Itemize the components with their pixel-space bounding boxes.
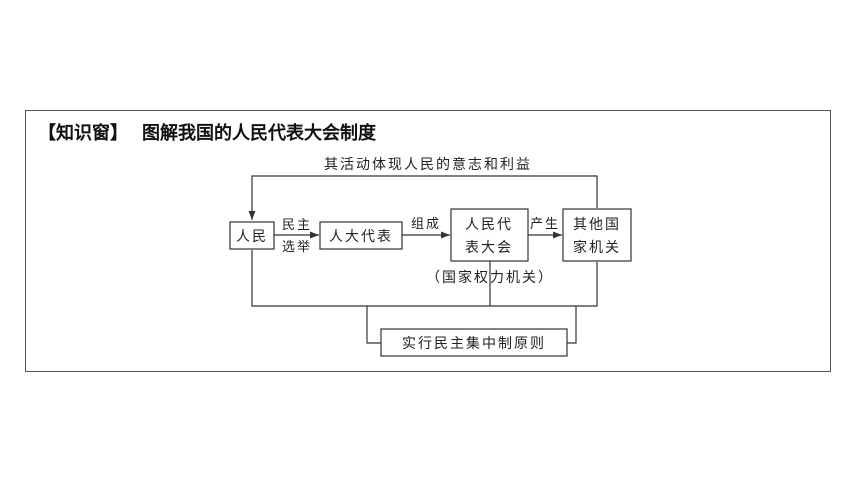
- npc-note: （国家权力机关）: [426, 269, 554, 286]
- panel-heading: 【知识窗】图解我国的人民代表大会制度: [38, 121, 376, 147]
- node-npc-label-line1: 人民代: [465, 217, 513, 233]
- node-people: 人民: [229, 221, 275, 250]
- node-npc-deputies: 人大代表: [319, 221, 403, 250]
- node-npc-deputies-label: 人大代表: [329, 229, 393, 245]
- node-principle: 实行民主集中制原则: [380, 328, 568, 357]
- edge-elect-line2: 选举: [282, 240, 312, 255]
- heading-tag: 【知识窗】: [38, 123, 128, 144]
- feedback-label: 其活动体现人民的意志和利益: [324, 156, 532, 173]
- feedback-arrow-line: [248, 175, 598, 220]
- node-npc: 人民代 表大会: [450, 208, 529, 262]
- node-npc-label-line2: 表大会: [465, 240, 513, 256]
- edge-produce-label: 产生: [530, 217, 560, 232]
- principle-bracket-line-left: [251, 250, 381, 344]
- node-other-organs-label-line2: 家机关: [573, 239, 621, 256]
- heading-title: 图解我国的人民代表大会制度: [142, 123, 376, 144]
- knowledge-window-panel: 【知识窗】图解我国的人民代表大会制度: [25, 110, 831, 372]
- principle-bracket-line-right: [567, 262, 598, 344]
- edge-form-label: 组成: [411, 217, 441, 232]
- node-other-organs-label-line1: 其他国: [573, 217, 621, 233]
- node-other-organs: 其他国 家机关: [562, 208, 632, 262]
- node-principle-label: 实行民主集中制原则: [402, 335, 546, 352]
- node-people-label: 人民: [236, 229, 268, 245]
- edge-elect-line1: 民主: [282, 218, 312, 233]
